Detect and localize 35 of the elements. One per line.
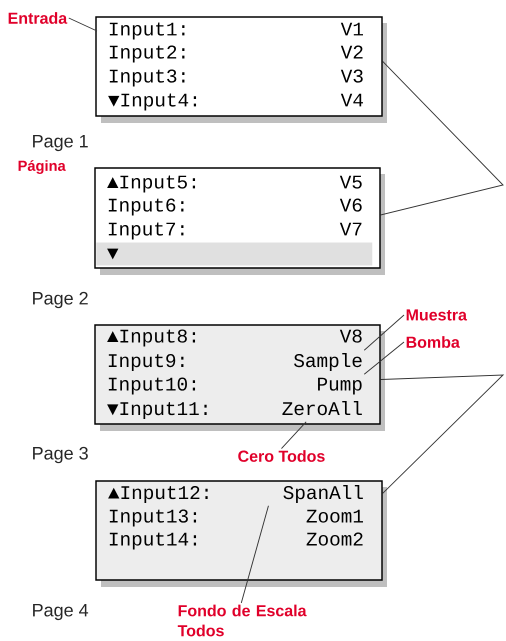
leader-line (281, 421, 307, 449)
lcd-screen (95, 480, 387, 587)
annotation-label: Entrada (8, 12, 68, 24)
display-row: Input14: Zoom2 (110, 532, 363, 550)
display-row: ▲Input12: SpanAll (108, 485, 363, 504)
display-row: Input13: Zoom1 (110, 510, 363, 526)
leader-line (240, 505, 269, 604)
annotation-label: Página (18, 160, 66, 174)
lcd-screen (95, 16, 387, 123)
display-row: Input9: Sample (108, 353, 362, 372)
display-row: Input6: V6 (108, 198, 362, 216)
leader-line (364, 342, 404, 375)
leader-line (68, 18, 98, 32)
display-row: ▲Input8: V8 (107, 330, 362, 346)
display-row: ▼ (96, 242, 372, 266)
page-label: Page 1 (33, 134, 88, 152)
display-row: Input2: V2 (110, 46, 363, 62)
connector-line (380, 61, 504, 216)
annotation-label: Muestra (406, 309, 468, 321)
annotation-label: Cero Todos (238, 450, 325, 462)
annotation-label: Fondo de Escala Todos (178, 604, 307, 636)
annotation-label: Bomba (406, 336, 460, 348)
page-label: Page 3 (33, 446, 88, 464)
display-row: ▼Input4: V4 (108, 94, 363, 110)
page-label: Page 4 (33, 604, 88, 620)
display-row: ▼Input11: ZeroAll (107, 401, 362, 420)
display-row: Input1: V1 (110, 22, 363, 40)
display-row: Input10: Pump (108, 378, 362, 394)
lcd-screen (94, 324, 385, 431)
display-row: ▲Input5: V5 (107, 176, 362, 192)
connector-line (380, 374, 504, 494)
page-label: Page 2 (33, 292, 88, 308)
display-row: Input7: V7 (108, 222, 362, 240)
display-row: Input3: V3 (110, 70, 363, 86)
leader-line (364, 314, 404, 351)
